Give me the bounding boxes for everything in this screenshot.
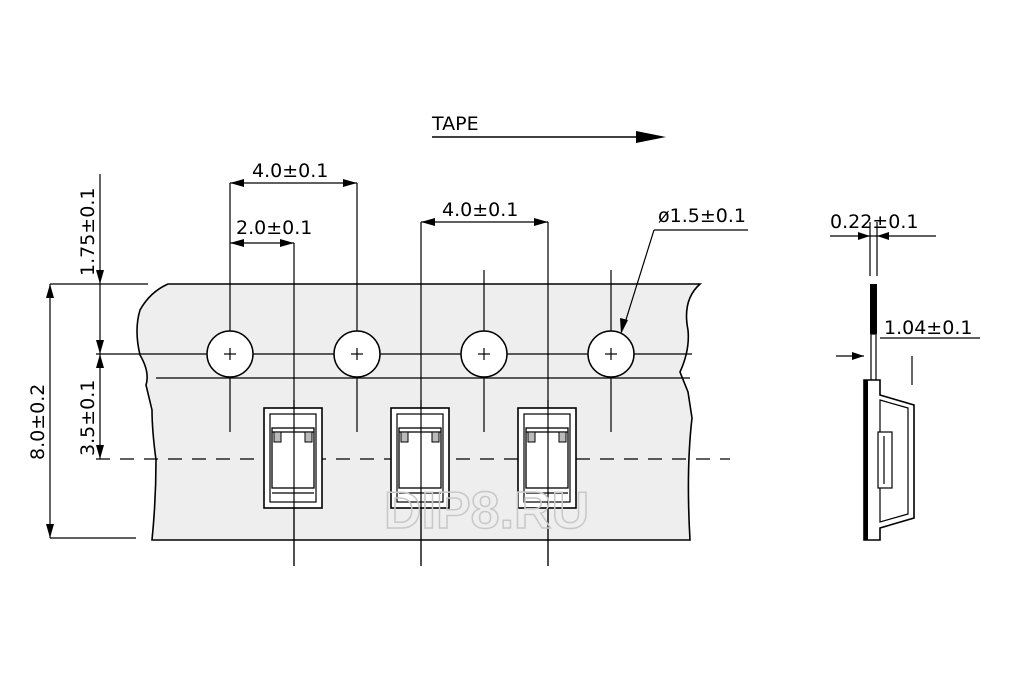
tape-side-view — [863, 284, 915, 541]
dim-pitch-mid: 4.0±0.1 — [421, 199, 548, 226]
dim-tape-width: 8.0±0.2 — [27, 284, 54, 538]
sprocket-hole-3 — [460, 330, 508, 378]
dim-thickness: 0.22±0.1 — [830, 211, 936, 276]
dim-row-offset: 3.5±0.1 — [77, 354, 104, 459]
tape-direction-arrow — [432, 131, 666, 143]
dim-hole-offset-label: 1.75±0.1 — [77, 188, 99, 276]
sprocket-hole-4 — [587, 330, 635, 378]
dim-tape-width-label: 8.0±0.2 — [27, 384, 49, 460]
dim-hole-diameter: ø1.5±0.1 — [620, 205, 748, 334]
tape-direction-label: TAPE — [431, 113, 479, 135]
sprocket-hole-2 — [333, 330, 381, 378]
dim-pitch-mid-label: 4.0±0.1 — [442, 199, 518, 221]
dim-hole-offset: 1.75±0.1 — [77, 174, 104, 354]
dim-row-offset-label: 3.5±0.1 — [77, 380, 99, 456]
dim-thickness-label: 0.22±0.1 — [830, 211, 918, 233]
dim-pitch-top: 4.0±0.1 — [230, 160, 357, 187]
dim-depth-label: 1.04±0.1 — [884, 317, 972, 339]
component-pocket-1 — [263, 407, 323, 509]
dim-half-pitch: 2.0±0.1 — [230, 217, 312, 247]
dim-pitch-top-label: 4.0±0.1 — [252, 160, 328, 182]
component-pocket-3 — [517, 407, 577, 509]
dim-hole-diameter-label: ø1.5±0.1 — [658, 205, 746, 227]
component-pocket-2 — [390, 407, 450, 509]
watermark: DIP8.RU — [384, 482, 589, 540]
dim-half-pitch-label: 2.0±0.1 — [236, 217, 312, 239]
dim-depth: 1.04±0.1 — [836, 317, 980, 385]
sprocket-hole-1 — [206, 330, 254, 378]
